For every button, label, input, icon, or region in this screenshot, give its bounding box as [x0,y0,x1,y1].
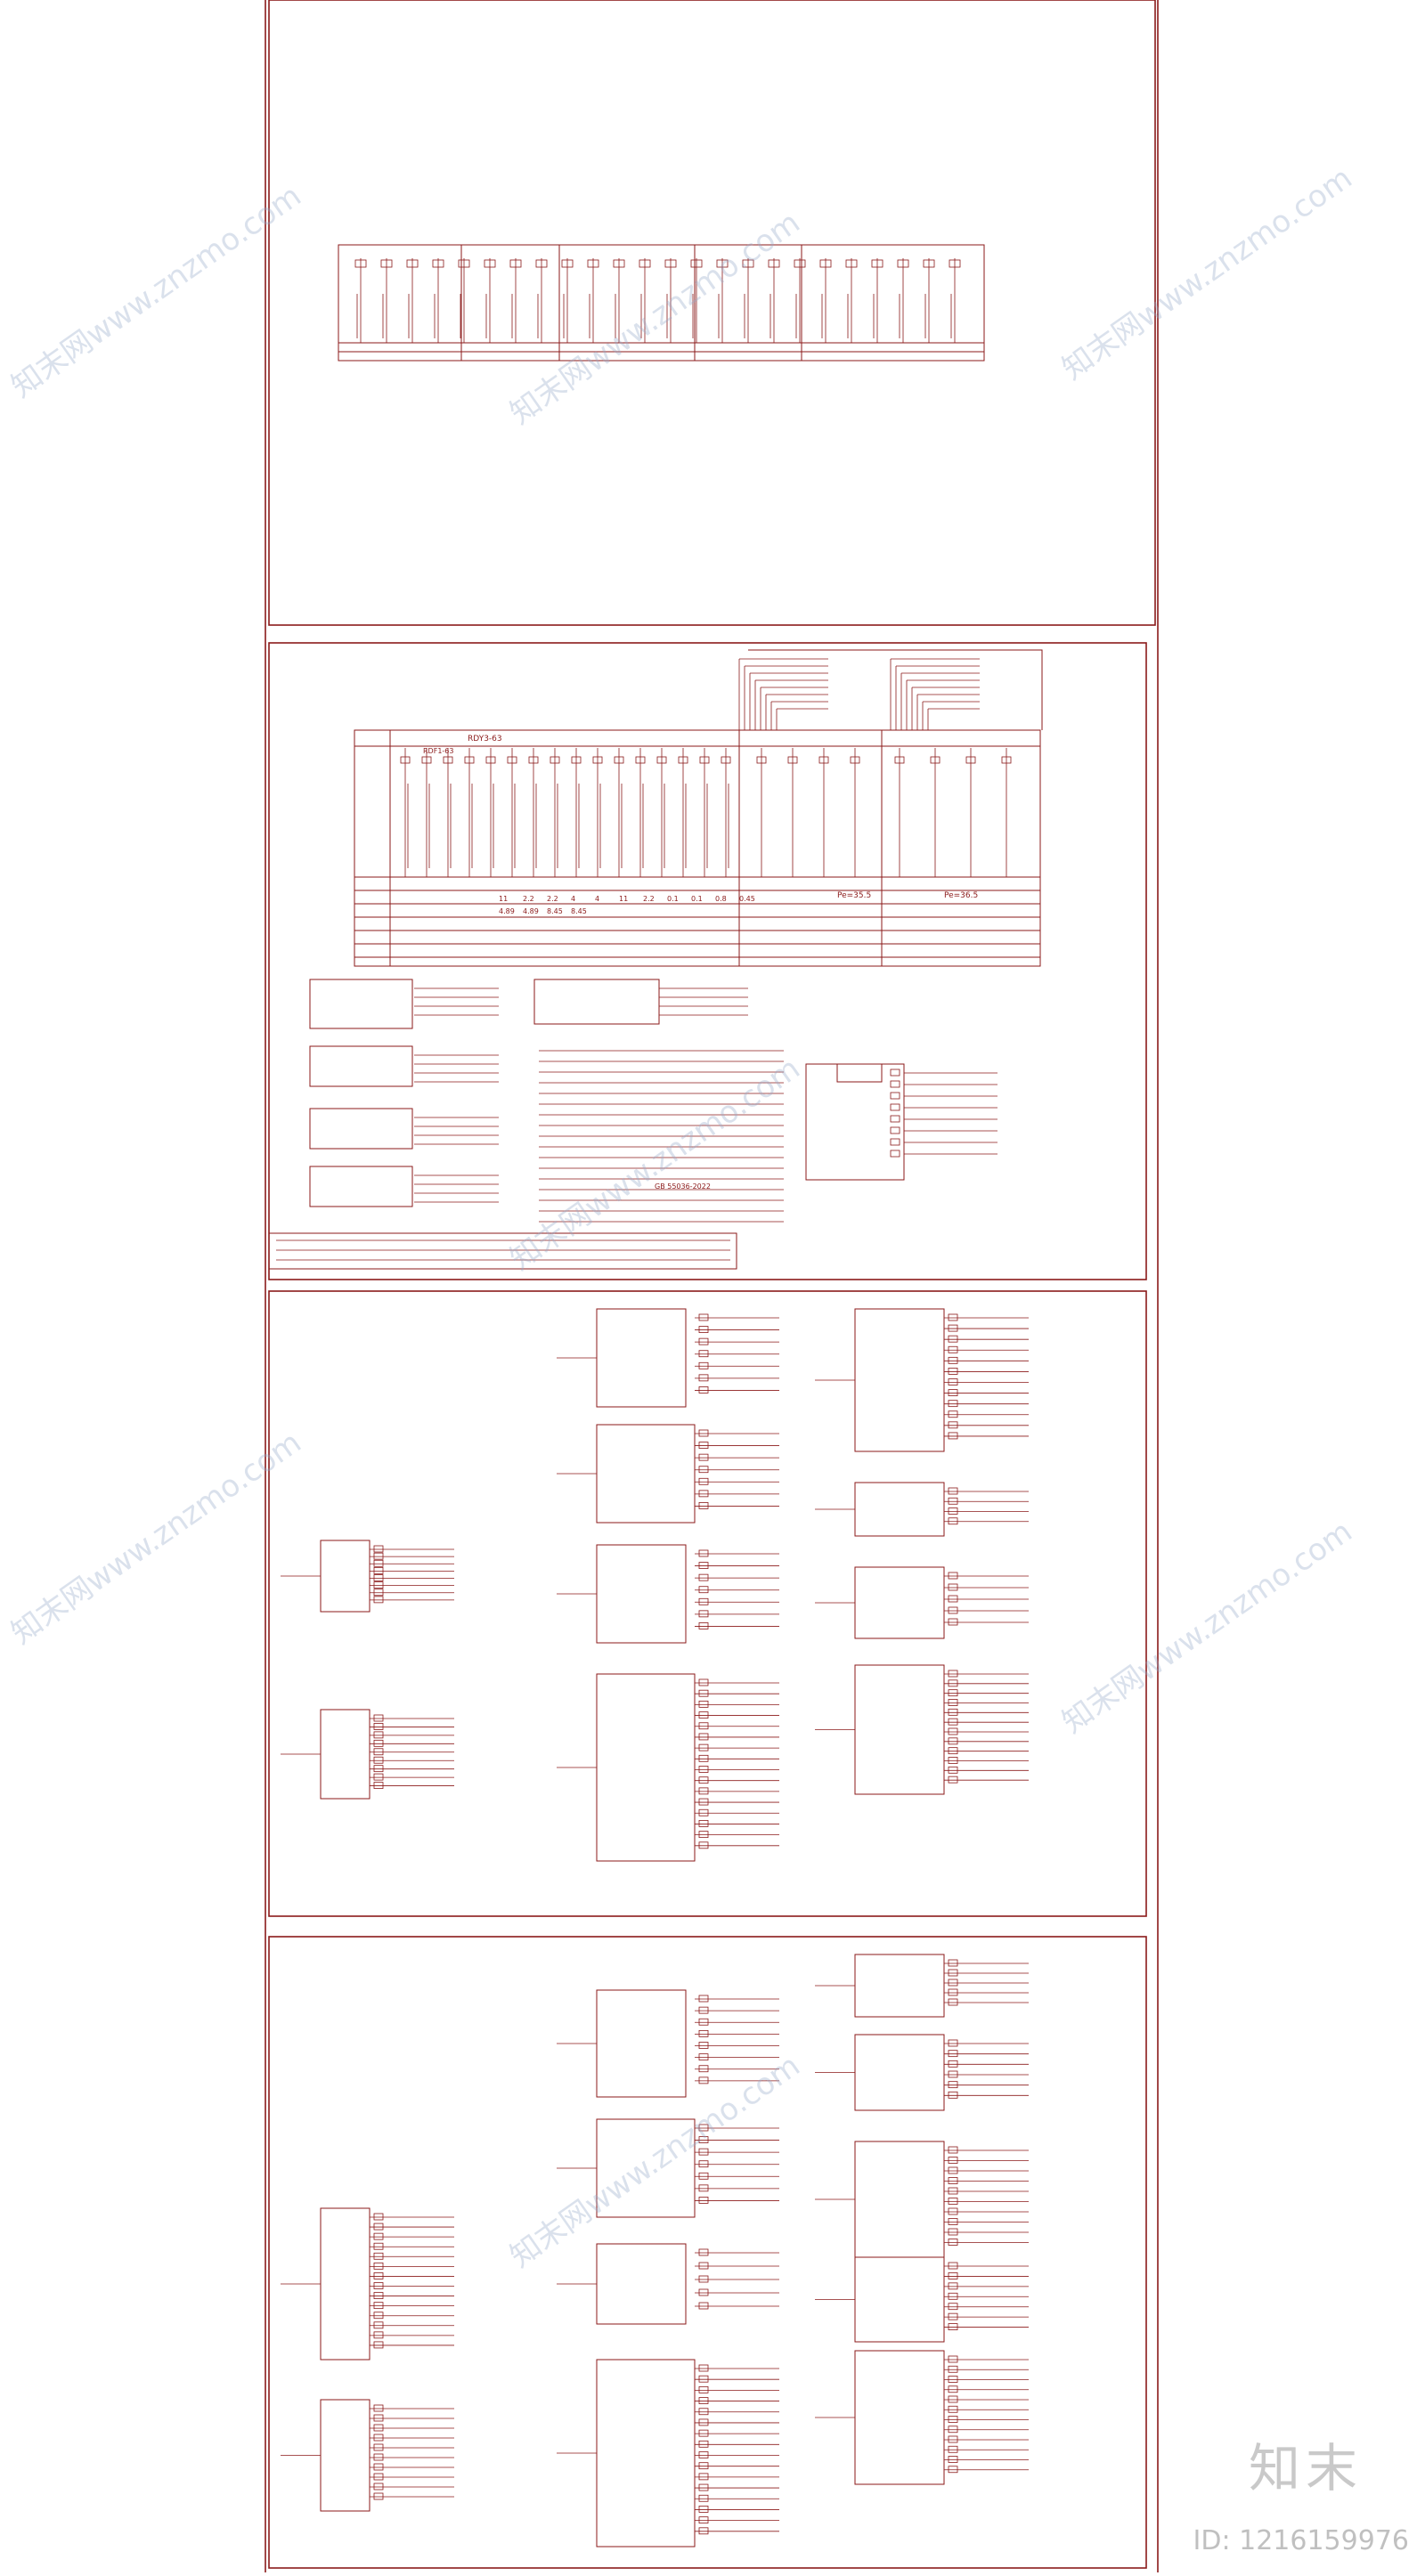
row-value-b: 8.45 [571,907,587,915]
sheet-3-frame [268,1290,1147,1917]
sheet-2-frame [268,642,1147,1280]
row-value-a: 0.45 [739,895,755,903]
row-value-a: 2.2 [523,895,534,903]
watermark-logo: 知末 [1248,2438,1363,2499]
watermark-id: ID: 1216159976 [1193,2525,1409,2556]
sheet-1-schedule [338,244,985,362]
row-values-b: 4.89 4.89 8.45 8.45 [499,907,587,915]
row-values-a: 11 2.2 2.2 4 4 11 2.2 0.1 0.1 0.8 0.45 [499,895,755,903]
row-value-a: 2.2 [547,895,558,903]
row-value-a: 0.1 [691,895,703,903]
row-value-a: 11 [499,895,508,903]
sheet-1-frame [268,0,1156,626]
row-value-b: 8.45 [547,907,563,915]
sheet-3-diagram [320,1308,945,1862]
row-value-a: 4 [595,895,599,903]
row-value-a: 0.8 [715,895,727,903]
sheet-frames [265,0,1159,2572]
breaker-rating-label: RDY3-63 [468,735,502,744]
kw-total-1: Pe=35.5 [837,891,871,900]
notes-standard: GB 55036-2022 [655,1182,711,1190]
row-value-b: 4.89 [499,907,515,915]
row-value-a: 2.2 [643,895,655,903]
row-value-a: 11 [619,895,628,903]
sheet-2-diagram [268,649,1043,1270]
sheet-4-frame [268,1936,1147,2569]
cb-label: RDF1-63 [423,747,453,755]
row-value-b: 4.89 [523,907,539,915]
row-value-a: 4 [571,895,575,903]
kw-total-2: Pe=36.5 [944,891,978,900]
row-value-a: 0.1 [667,895,679,903]
